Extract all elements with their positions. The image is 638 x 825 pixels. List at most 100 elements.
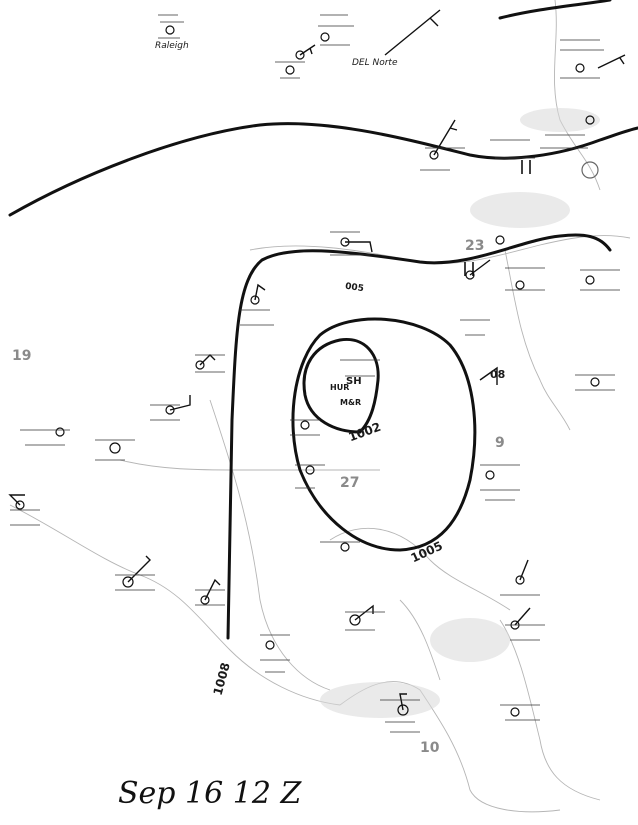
barb-15 bbox=[514, 607, 531, 626]
scribble-5 bbox=[330, 231, 370, 256]
scribble-7 bbox=[195, 354, 225, 373]
shade-4 bbox=[520, 108, 600, 132]
scribble-24 bbox=[580, 269, 620, 291]
scribble-10 bbox=[95, 439, 135, 461]
scribble-14 bbox=[260, 634, 290, 673]
isobar-1008 bbox=[226, 233, 612, 640]
coastline-east bbox=[554, 0, 601, 191]
station-7 bbox=[581, 161, 599, 179]
station-21 bbox=[265, 640, 275, 650]
scribble-16 bbox=[345, 611, 385, 631]
scribble-13 bbox=[195, 589, 225, 606]
stations bbox=[15, 25, 600, 717]
border-2 bbox=[119, 459, 380, 471]
station-15 bbox=[165, 405, 175, 415]
shade-2 bbox=[430, 618, 510, 662]
barb-8 bbox=[169, 395, 191, 411]
barb-12 bbox=[479, 366, 498, 385]
station-28 bbox=[300, 420, 310, 430]
scribble-18 bbox=[380, 699, 420, 733]
faint-mark-b: 19 bbox=[12, 348, 32, 364]
front-northern bbox=[8, 122, 638, 217]
station-17 bbox=[55, 427, 65, 437]
station-20 bbox=[200, 595, 210, 605]
barb-6 bbox=[254, 283, 266, 301]
shade-3 bbox=[470, 192, 570, 228]
station-12 bbox=[515, 280, 525, 290]
station-11 bbox=[465, 270, 475, 280]
station-13 bbox=[250, 295, 260, 305]
station-scribbles bbox=[10, 14, 620, 733]
station-30 bbox=[485, 470, 495, 480]
station-27 bbox=[510, 707, 520, 717]
tick-1 bbox=[521, 160, 531, 174]
scribble-23 bbox=[575, 374, 615, 391]
barb-3 bbox=[597, 54, 626, 69]
station-4 bbox=[285, 65, 295, 75]
isobars bbox=[8, 0, 638, 640]
isobar-label-08: 08 bbox=[490, 368, 506, 381]
barb-14 bbox=[399, 693, 407, 711]
coastline-peninsula bbox=[504, 249, 571, 431]
station-14 bbox=[195, 360, 205, 370]
station-16 bbox=[109, 442, 121, 454]
isobar-1005 bbox=[291, 317, 477, 552]
station-26 bbox=[397, 704, 409, 716]
station-29 bbox=[305, 465, 315, 475]
scribble-12 bbox=[115, 574, 155, 591]
scribble-4 bbox=[540, 134, 588, 149]
city-label-del-norte: DEL Norte bbox=[352, 58, 398, 68]
scribble-25 bbox=[505, 267, 545, 291]
station-31 bbox=[590, 377, 600, 387]
station-22 bbox=[340, 542, 350, 552]
station-19 bbox=[122, 576, 134, 588]
barb-2 bbox=[299, 44, 316, 56]
front-northeast bbox=[498, 0, 612, 20]
station-3 bbox=[295, 50, 305, 60]
scribble-9 bbox=[20, 429, 70, 446]
isobar-1002 bbox=[302, 337, 380, 434]
storm-label-hur: HUR bbox=[330, 383, 350, 392]
barb-5 bbox=[345, 241, 373, 253]
faint-mark-e: 10 bbox=[420, 740, 440, 756]
scribble-19 bbox=[500, 704, 540, 721]
barb-1 bbox=[384, 9, 441, 56]
scribble-11 bbox=[10, 509, 40, 526]
station-1 bbox=[165, 25, 175, 35]
scribble-29 bbox=[275, 61, 305, 79]
faint-mark-a: 23 bbox=[465, 238, 485, 254]
wind-barbs bbox=[8, 9, 626, 711]
scribble-28 bbox=[490, 139, 535, 159]
scribble-6 bbox=[240, 309, 274, 326]
scribble-30 bbox=[340, 359, 380, 377]
barb-16 bbox=[519, 559, 529, 581]
barb-9 bbox=[8, 494, 25, 506]
coastline-mexico bbox=[9, 504, 341, 706]
station-6 bbox=[585, 115, 595, 125]
station-8 bbox=[429, 150, 439, 160]
scribble-17 bbox=[500, 594, 545, 641]
storm-label-sh: SH bbox=[346, 376, 362, 387]
coastline-gulf-north bbox=[249, 235, 631, 264]
scribble-27 bbox=[420, 147, 465, 171]
station-32 bbox=[585, 275, 595, 285]
scribble-26 bbox=[460, 319, 490, 336]
tick-2 bbox=[464, 262, 474, 276]
front-ticks bbox=[464, 160, 531, 276]
station-23 bbox=[349, 614, 361, 626]
city-label-raleigh: Raleigh bbox=[155, 41, 189, 51]
scribble-20 bbox=[290, 419, 320, 436]
barb-13 bbox=[354, 604, 374, 621]
border-3 bbox=[399, 599, 441, 681]
storm-label-mr: M&R bbox=[340, 398, 362, 407]
station-25 bbox=[515, 575, 525, 585]
faint-mark-d: 9 bbox=[495, 435, 505, 451]
station-2 bbox=[320, 32, 330, 42]
map-caption: Sep 16 12 Z bbox=[118, 776, 302, 811]
border-1 bbox=[209, 399, 331, 691]
scribble-21 bbox=[295, 464, 325, 489]
scribble-8 bbox=[150, 404, 180, 421]
barb-4 bbox=[433, 119, 458, 156]
shading bbox=[320, 108, 600, 718]
